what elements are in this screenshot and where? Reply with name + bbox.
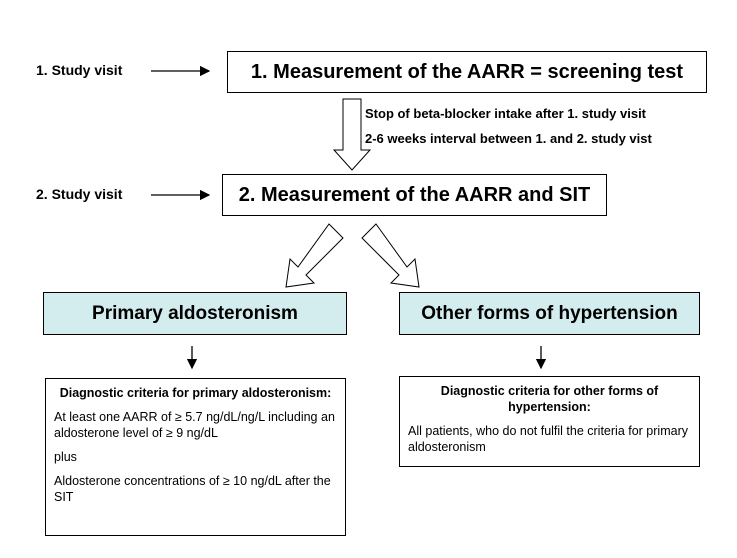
second-step-box: 2. Measurement of the AARR and SIT bbox=[222, 174, 607, 216]
note-beta-blocker: Stop of beta-blocker intake after 1. stu… bbox=[365, 106, 647, 121]
note-interval: 2-6 weeks interval between 1. and 2. stu… bbox=[365, 131, 652, 146]
hollow-arrow-right bbox=[361, 223, 420, 288]
outcome-primary-box: Primary aldosteronism bbox=[43, 292, 347, 335]
criteria-other-box: Diagnostic criteria for other forms of h… bbox=[399, 376, 700, 467]
visit2-label: 2. Study visit bbox=[36, 186, 123, 202]
criteria-primary-sit: Aldosterone concentrations of ≥ 10 ng/dL… bbox=[54, 474, 331, 504]
criteria-primary-plus: plus bbox=[54, 450, 77, 464]
criteria-primary-title: Diagnostic criteria for primary aldoster… bbox=[59, 386, 332, 400]
criteria-primary-aarr: At least one AARR of ≥ 5.7 ng/dL/ng/L in… bbox=[54, 410, 335, 440]
screening-step-text: 1. Measurement of the AARR = screening t… bbox=[250, 60, 684, 83]
outcome-primary-text: Primary aldosteronism bbox=[92, 302, 298, 324]
criteria-other-title: Diagnostic criteria for other forms of h… bbox=[440, 384, 659, 414]
screening-step-box: 1. Measurement of the AARR = screening t… bbox=[227, 51, 707, 93]
criteria-primary-box: Diagnostic criteria for primary aldoster… bbox=[45, 378, 346, 536]
hollow-arrow-left bbox=[285, 223, 344, 288]
criteria-other-text: All patients, who do not fulfil the crit… bbox=[408, 424, 688, 454]
outcome-other-text: Other forms of hypertension bbox=[421, 302, 678, 324]
outcome-other-box: Other forms of hypertension bbox=[399, 292, 700, 335]
second-step-text: 2. Measurement of the AARR and SIT bbox=[238, 183, 591, 206]
visit1-label: 1. Study visit bbox=[36, 62, 123, 78]
hollow-down-arrow bbox=[332, 98, 372, 171]
